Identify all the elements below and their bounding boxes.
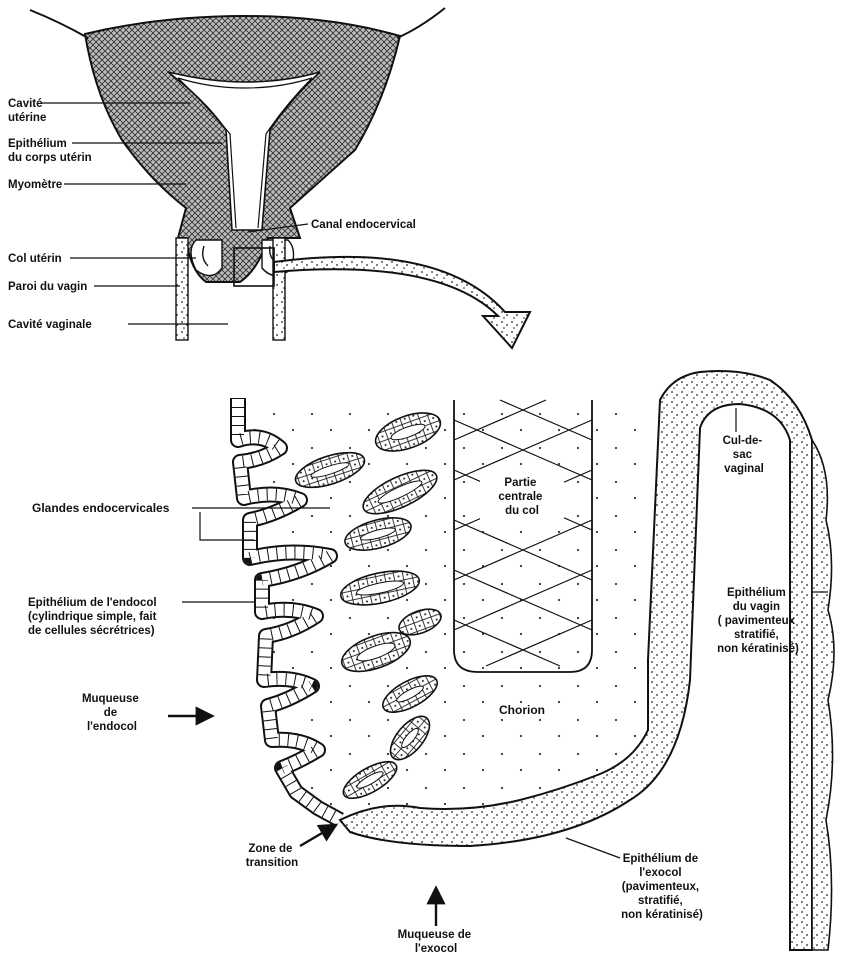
label-myometre: Myomètre bbox=[8, 179, 62, 191]
label-canal-endocervical: Canal endocervical bbox=[311, 219, 416, 231]
label-muqueuse-exocol: Muqueuse de l'exocol bbox=[398, 929, 475, 955]
label-cavite-vaginale: Cavité vaginale bbox=[8, 319, 92, 331]
uterus-overview bbox=[30, 8, 530, 348]
label-epithelium-exocol: Epithélium de l'exocol (pavimenteux, str… bbox=[621, 853, 703, 921]
label-col-uterin: Col utérin bbox=[8, 253, 62, 265]
zoom-arrow bbox=[274, 257, 530, 348]
label-cul-de-sac: Cul-de- sac vaginal bbox=[723, 435, 766, 475]
left-tube bbox=[30, 10, 88, 38]
label-paroi-vagin: Paroi du vagin bbox=[8, 281, 87, 293]
label-partie-centrale: Partie centrale du col bbox=[498, 477, 545, 517]
label-epithelium-vagin: Epithélium du vagin ( pavimenteux strati… bbox=[717, 587, 799, 655]
label-muqueuse-endocol: Muqueuse de l'endocol bbox=[82, 693, 142, 733]
label-zone-transition: Zone de transition bbox=[246, 843, 298, 869]
label-epithelium-corps: Epithélium du corps utérin bbox=[8, 138, 92, 164]
label-cavite-uterine: Cavité utérine bbox=[8, 98, 46, 124]
label-chorion: Chorion bbox=[499, 703, 545, 717]
right-tube bbox=[397, 8, 445, 38]
arrow-zone-transition bbox=[300, 826, 334, 846]
label-glandes-endocervicales: Glandes endocervicales bbox=[32, 501, 170, 515]
vaginal-wall-magnified bbox=[812, 440, 834, 950]
label-epithelium-endocol: Epithélium de l'endocol (cylindrique sim… bbox=[28, 597, 160, 637]
leader-epithelium-exocol bbox=[566, 838, 620, 858]
vaginal-wall-left bbox=[176, 238, 188, 340]
